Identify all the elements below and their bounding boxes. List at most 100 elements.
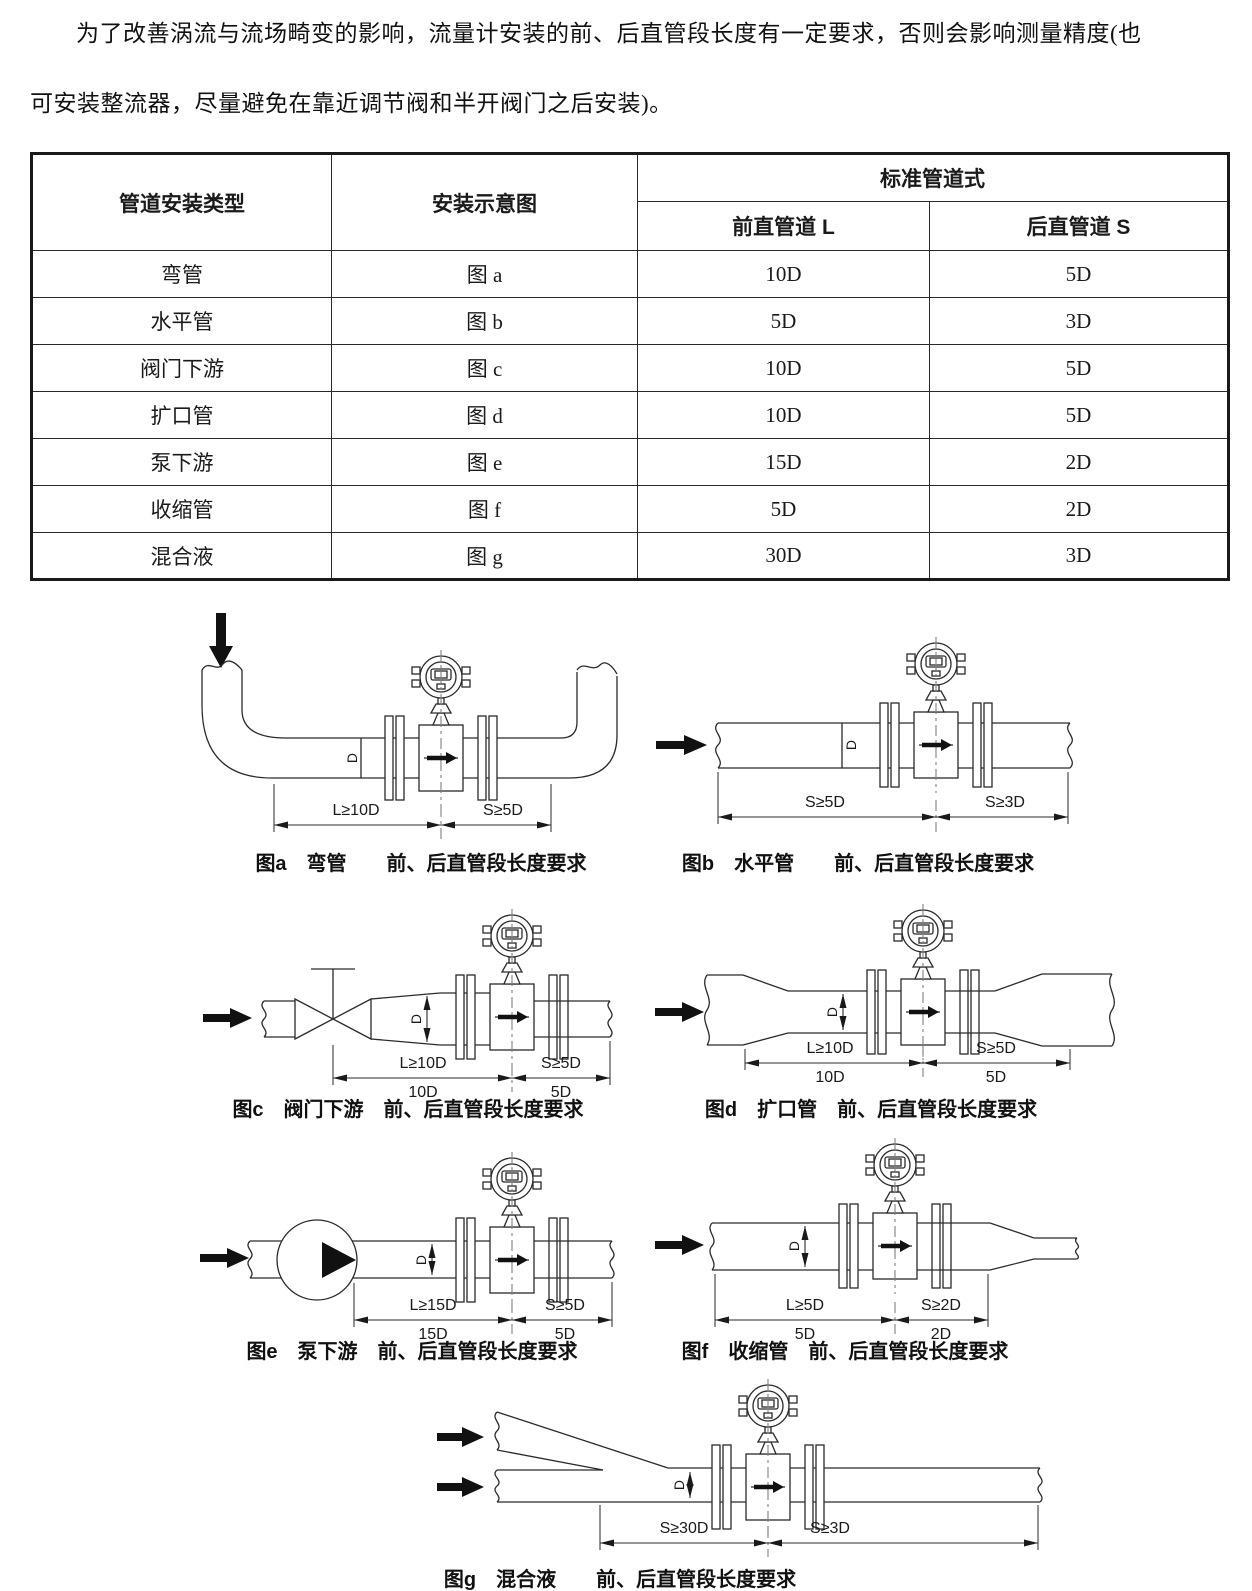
- dim-label-front: S≥5D: [805, 794, 845, 811]
- flowmeter-icon: [455, 1151, 569, 1309]
- dim-label-rear: S≥5D: [483, 802, 523, 819]
- cell-type: 阀门下游: [31, 344, 332, 392]
- cell-figure: 图 c: [331, 344, 638, 392]
- table-row: 阀门下游 图 c 10D 5D: [31, 344, 1229, 392]
- dim-label-front2: 10D: [408, 1084, 437, 1101]
- cell-type: 扩口管: [31, 391, 332, 439]
- table-row: 水平管 图 b 5D 3D: [31, 297, 1229, 345]
- pipe-diameter-label: D: [671, 1480, 687, 1490]
- figure-d-expander-diagram: D L≥10D 10D S≥5D 5D 图d 扩口管 前、后直管段长度要求: [655, 903, 1115, 1121]
- flow-direction-arrow-icon: [437, 1477, 484, 1497]
- cell-figure: 图 b: [331, 297, 638, 345]
- table-row: 混合液 图 g 30D 3D: [31, 532, 1229, 580]
- dim-label-rear: S≥5D: [541, 1055, 581, 1072]
- intro-paragraph-line1: 为了改善涡流与流场畸变的影响，流量计安装的前、后直管段长度有一定要求，否则会影响…: [76, 21, 1142, 46]
- cell-figure: 图 e: [331, 438, 638, 486]
- figure-caption: 图c 阀门下游 前、后直管段长度要求: [232, 1097, 584, 1121]
- cell-figure: 图 d: [331, 391, 638, 439]
- cell-figure: 图 a: [331, 250, 638, 298]
- flow-direction-arrow-icon: [655, 1235, 704, 1255]
- cell-figure: 图 g: [331, 532, 638, 580]
- valve-icon: [294, 968, 372, 1041]
- dim-label-front: L≥10D: [806, 1040, 853, 1057]
- table-row: 扩口管 图 d 10D 5D: [31, 391, 1229, 439]
- cell-type: 混合液: [31, 532, 332, 580]
- cell-rear: 2D: [929, 438, 1229, 486]
- figure-caption: 图b 水平管 前、后直管段长度要求: [682, 851, 1035, 875]
- dim-label-rear2: 2D: [931, 1326, 951, 1343]
- straight-pipe-requirements-table: 管道安装类型 安装示意图 标准管道式 前直管道 L 后直管道 S 弯管 图 a …: [30, 152, 1230, 581]
- installation-diagrams: D L≥10D S≥5D 图a 弯管 前、后直管段长度要求 D: [200, 613, 1115, 1591]
- dim-label-front: S≥30D: [660, 1520, 709, 1537]
- flow-direction-arrow-icon: [437, 1427, 484, 1447]
- cell-front: 10D: [637, 391, 930, 439]
- dim-label-rear2: 5D: [986, 1069, 1006, 1086]
- cell-front: 5D: [637, 485, 930, 533]
- cell-type: 泵下游: [31, 438, 332, 486]
- figure-caption: 图a 弯管 前、后直管段长度要求: [255, 851, 587, 875]
- cell-front: 15D: [637, 438, 930, 486]
- pipe-diameter-label: D: [413, 1255, 429, 1265]
- pipe-diameter-label: D: [786, 1241, 802, 1251]
- flow-direction-arrow-icon: [200, 1248, 249, 1268]
- figure-caption: 图d 扩口管 前、后直管段长度要求: [705, 1097, 1038, 1121]
- figure-g-mixed-liquid-diagram: D S≥30D S≥3D 图g 混合液 前、后直管段长度要求: [437, 1378, 1043, 1591]
- dim-label-front: L≥15D: [409, 1297, 456, 1314]
- figure-a-elbow-diagram: D L≥10D S≥5D 图a 弯管 前、后直管段长度要求: [201, 613, 618, 875]
- intro-paragraph-line2: 可安装整流器，尽量避免在靠近调节阀和半开阀门之后安装)。: [30, 91, 673, 116]
- pipe-diameter-label: D: [843, 740, 859, 750]
- cell-rear: 5D: [929, 391, 1229, 439]
- cell-type: 弯管: [31, 250, 332, 298]
- header-standard-pipe-group: 标准管道式: [637, 153, 1229, 202]
- dim-label-rear2: 5D: [555, 1326, 575, 1343]
- cell-type: 收缩管: [31, 485, 332, 533]
- flowmeter-icon: [384, 649, 498, 807]
- cell-rear: 3D: [929, 532, 1229, 580]
- dim-label-front2: 10D: [815, 1069, 844, 1086]
- pipe-diameter-label: D: [344, 753, 360, 763]
- pipe-diameter-label: D: [408, 1014, 424, 1024]
- table-row: 泵下游 图 e 15D 2D: [31, 438, 1229, 486]
- flow-direction-arrow-icon: [203, 1008, 252, 1028]
- flowmeter-icon: [866, 903, 980, 1061]
- dim-label-front2: 15D: [418, 1326, 447, 1343]
- figure-caption: 图f 收缩管 前、后直管段长度要求: [682, 1339, 1010, 1363]
- cell-front: 30D: [637, 532, 930, 580]
- figure-caption: 图e 泵下游 前、后直管段长度要求: [246, 1339, 578, 1363]
- figure-b-horizontal-diagram: D S≥5D S≥3D 图b 水平管 前、后直管段长度要求: [656, 636, 1073, 875]
- pipe-diameter-label: D: [824, 1007, 840, 1017]
- dim-label-rear: S≥5D: [545, 1297, 585, 1314]
- cell-rear: 2D: [929, 485, 1229, 533]
- dim-label-rear: S≥5D: [976, 1040, 1016, 1057]
- flowmeter-icon: [455, 908, 569, 1066]
- table-row: 弯管 图 a 10D 5D: [31, 250, 1229, 298]
- figure-c-valve-diagram: D L≥10D 10D S≥5D 5D 图c 阀门下游 前、后直管段长度要求: [203, 908, 613, 1121]
- dim-label-rear2: 5D: [551, 1084, 571, 1101]
- cell-front: 5D: [637, 297, 930, 345]
- cell-rear: 5D: [929, 344, 1229, 392]
- flow-direction-arrow-icon: [656, 735, 707, 755]
- flowmeter-icon: [711, 1378, 825, 1536]
- dim-label-rear: S≥2D: [921, 1297, 961, 1314]
- dim-label-rear: S≥3D: [810, 1520, 850, 1537]
- dim-label-front: L≥10D: [399, 1055, 446, 1072]
- header-front-straight: 前直管道 L: [637, 201, 930, 251]
- cell-rear: 5D: [929, 250, 1229, 298]
- header-diagram: 安装示意图: [331, 153, 638, 251]
- cell-figure: 图 f: [331, 485, 638, 533]
- dim-label-front: L≥10D: [332, 802, 379, 819]
- table-row: 收缩管 图 f 5D 2D: [31, 485, 1229, 533]
- flow-direction-arrow-icon: [655, 1002, 704, 1022]
- flowmeter-icon: [879, 636, 993, 794]
- pump-icon: [276, 1219, 358, 1301]
- header-install-type: 管道安装类型: [31, 153, 332, 251]
- figure-f-reducer-diagram: D L≥5D 5D S≥2D 2D 图f 收缩管 前、后直管段长度要求: [655, 1137, 1080, 1363]
- cell-front: 10D: [637, 344, 930, 392]
- header-rear-straight: 后直管道 S: [929, 201, 1229, 251]
- cell-type: 水平管: [31, 297, 332, 345]
- figure-e-pump-diagram: D L≥15D 15D S≥5D 5D 图e 泵下游 前、后直管段长度要求: [200, 1151, 615, 1363]
- dim-label-front2: 5D: [795, 1326, 815, 1343]
- figure-caption: 图g 混合液 前、后直管段长度要求: [444, 1567, 797, 1591]
- dim-label-front: L≥5D: [786, 1297, 824, 1314]
